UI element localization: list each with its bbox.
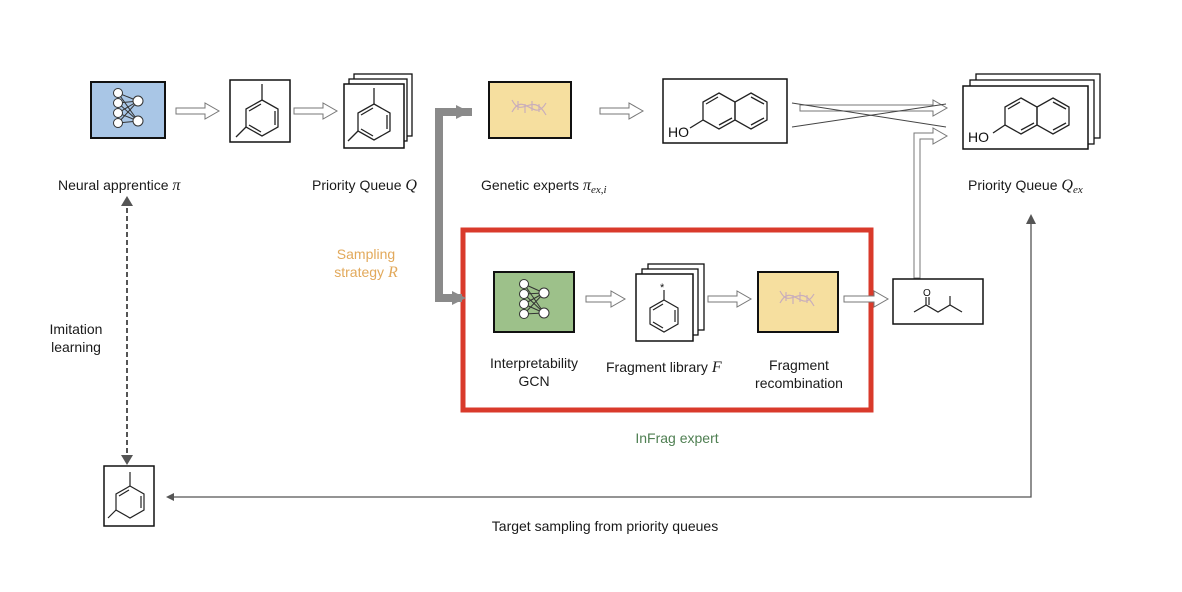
dna-icon <box>779 290 815 307</box>
priority-queue-stack <box>343 73 413 149</box>
ketone-molecule-box <box>892 278 984 325</box>
sampling-strategy-line1: Sampling <box>336 246 396 262</box>
naphthol-ho-text: HO <box>668 124 689 140</box>
fragment-attachment-marker: * <box>660 282 665 294</box>
sampling-flow-arrows <box>435 105 472 305</box>
interpretability-gcn-label: Interpretability GCN <box>490 355 578 389</box>
merge-lines <box>791 102 947 128</box>
fragment-recombination-label: Fragment recombination <box>755 357 843 391</box>
hollow-arrow <box>585 290 627 308</box>
priority-queue-label: Priority Queue Q <box>312 177 417 194</box>
infrag-expert-label: InFrag expert <box>635 430 719 446</box>
interpretability-gcn-box <box>493 271 575 333</box>
hollow-arrow <box>599 102 645 120</box>
dna-icon <box>511 99 547 116</box>
neural-apprentice-label: Neural apprentice π <box>58 177 181 194</box>
ketone-oxygen-label: O <box>923 288 931 299</box>
sampling-strategy-line2: strategy <box>334 264 385 280</box>
sampling-strategy-label: Sampling strategy R <box>334 245 397 282</box>
target-sampling-label: Target sampling from priority queues <box>491 518 719 534</box>
priority-queue-ex-ho-text: HO <box>968 129 989 145</box>
target-sampling-arrow <box>166 223 1032 501</box>
target-molecule-box <box>103 465 155 527</box>
imitation-arrow-head-up <box>121 196 133 206</box>
fragment-recombination-box <box>757 271 839 333</box>
hollow-arrow <box>293 102 339 120</box>
imitation-arrow-head-down <box>121 455 133 465</box>
genetic-experts-label: Genetic experts πex,i <box>481 177 607 196</box>
hollow-arrow <box>843 290 890 308</box>
neural-apprentice-box <box>90 81 166 139</box>
fragment-library-label: Fragment library F <box>606 359 722 376</box>
naphthol-molecule-box <box>662 78 788 144</box>
hollow-arrow-up <box>913 127 949 279</box>
hollow-arrow <box>707 290 753 308</box>
gcn-network-icon <box>519 279 550 319</box>
infrag-expert-frame <box>460 227 874 413</box>
priority-queue-ex-label: Priority Queue Qex <box>968 177 1083 196</box>
sampling-strategy-symbol: R <box>387 264 398 281</box>
target-sampling-arrow-head-up <box>1026 214 1036 224</box>
priority-queue-ex-stack <box>962 73 1101 150</box>
imitation-learning-label: Imitation learning <box>49 321 103 355</box>
hollow-arrow <box>175 102 221 120</box>
fragment-library-stack <box>635 263 705 342</box>
genetic-experts-box <box>488 81 572 139</box>
neural-network-icon <box>113 88 144 128</box>
hollow-arrow-long <box>799 99 949 117</box>
xylene-molecule-box <box>229 79 291 143</box>
